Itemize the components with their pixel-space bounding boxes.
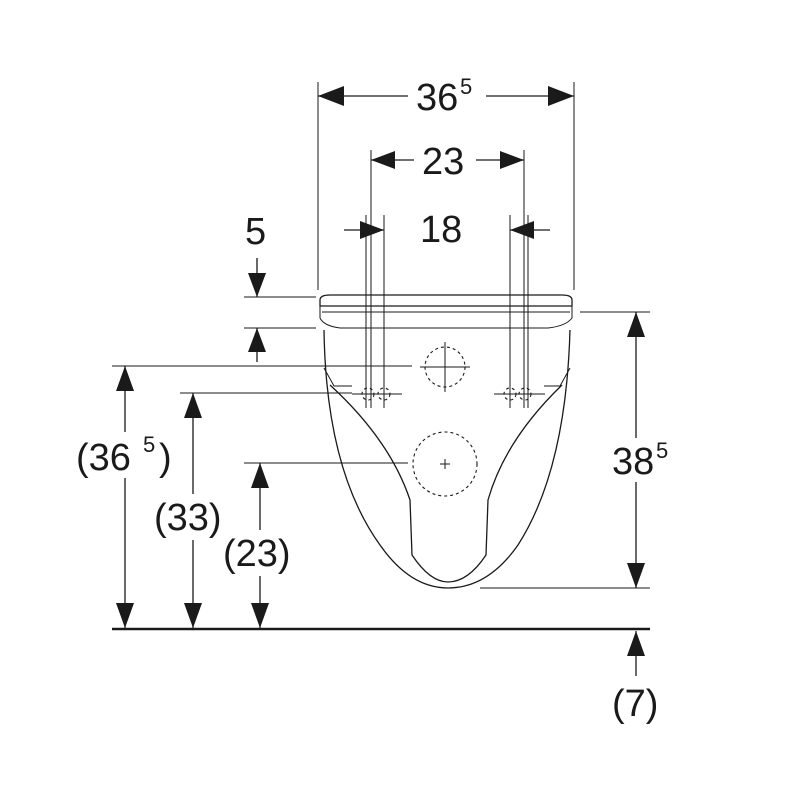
outlet-height-dimension	[222, 462, 408, 628]
inlet-height-dimension	[152, 392, 352, 628]
outlet-height-label: (23)	[223, 533, 291, 575]
floor-gap-dimension	[627, 631, 645, 676]
fixing-height-label-close: )	[159, 437, 172, 479]
overall-width-label: 36	[416, 77, 458, 119]
fixing-height-superscript: 5	[143, 432, 155, 457]
fixing-offset-label: 5	[245, 211, 266, 253]
fixing-height-dimension	[74, 365, 412, 628]
fixing-spacing-dimension	[344, 221, 550, 239]
overall-width-dimension	[317, 72, 575, 290]
fixing-point-right	[494, 387, 545, 401]
floor-gap-label: (7)	[612, 683, 658, 725]
overall-height-label: 38	[612, 441, 654, 483]
fixing-offset-dimension	[244, 258, 316, 362]
overall-height-dimension	[480, 311, 674, 589]
inlet-width-label: 23	[422, 141, 464, 183]
fixing-rod-lines	[365, 150, 529, 408]
fixing-height-label-open: (36	[76, 437, 131, 479]
water-inlet-marker	[420, 342, 470, 392]
fixing-point-left	[352, 387, 402, 401]
fixing-spacing-label: 18	[420, 209, 462, 251]
overall-width-superscript: 5	[460, 74, 472, 99]
inlet-width-dimension	[371, 138, 524, 182]
toilet-bowl-outline	[319, 294, 573, 589]
overall-height-superscript: 5	[656, 438, 668, 463]
inlet-height-label: (33)	[154, 497, 222, 539]
waste-outlet-marker	[412, 431, 478, 497]
